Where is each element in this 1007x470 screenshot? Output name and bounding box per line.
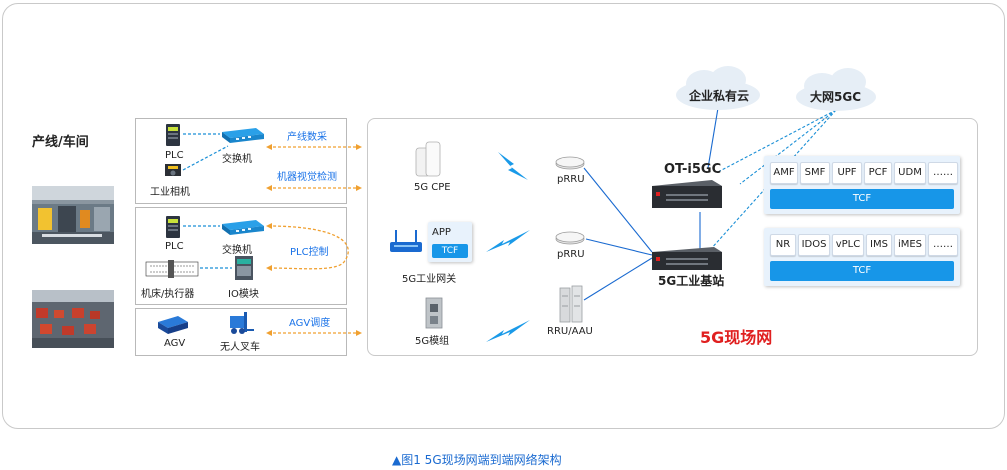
agv-label: AGV bbox=[164, 338, 186, 349]
forklift-icon bbox=[230, 312, 254, 334]
cloud-label-public: 大网5GC bbox=[810, 90, 862, 104]
core-title: OT-i5GC bbox=[664, 162, 722, 177]
io-module-label: IO模块 bbox=[228, 289, 259, 300]
link-label-plc-control: PLC控制 bbox=[290, 247, 329, 258]
plc-label-2: PLC bbox=[165, 241, 184, 252]
station-function: vPLC bbox=[832, 234, 864, 256]
cpe-icon bbox=[415, 141, 441, 177]
link-label-collect: 产线数采 bbox=[287, 132, 327, 143]
station-function: …… bbox=[928, 234, 958, 256]
io-module-icon bbox=[235, 256, 253, 280]
prru-label-1: pRRU bbox=[557, 174, 585, 185]
forklift-label: 无人叉车 bbox=[220, 342, 260, 353]
station-function: iMES bbox=[894, 234, 926, 256]
core-function: SMF bbox=[800, 162, 830, 184]
cloud-icon-public bbox=[796, 68, 876, 111]
gateway-label: 5G工业网关 bbox=[402, 274, 457, 285]
switch-label-2: 交换机 bbox=[222, 245, 252, 256]
station-function: IMS bbox=[866, 234, 892, 256]
core-function: AMF bbox=[770, 162, 798, 184]
network-label: 5G现场网 bbox=[700, 328, 773, 347]
station-function: NR bbox=[770, 234, 796, 256]
plc-label-1: PLC bbox=[165, 150, 184, 161]
switch-icon-1 bbox=[222, 128, 264, 143]
gateway-app-label: APP bbox=[432, 227, 451, 238]
gateway-icon bbox=[390, 230, 422, 252]
core-function: …… bbox=[928, 162, 958, 184]
station-function-panel: NR IDOS vPLC IMS iMES …… TCF bbox=[764, 228, 960, 286]
figure-caption: ▲图1 5G现场网端到端网络架构 bbox=[392, 453, 562, 467]
core-function: UDM bbox=[894, 162, 926, 184]
left-title: 产线/车间 bbox=[32, 135, 89, 150]
switch-label-1: 交换机 bbox=[222, 154, 252, 165]
prru-icon-1 bbox=[555, 156, 585, 170]
workshop-photo-1 bbox=[32, 186, 114, 244]
link-label-vision: 机器视觉检测 bbox=[277, 172, 337, 183]
prru-icon-2 bbox=[555, 231, 585, 245]
gateway-tcf: TCF bbox=[432, 244, 468, 258]
core-function-panel: AMF SMF UPF PCF UDM …… TCF bbox=[764, 156, 960, 214]
machine-label: 机床/执行器 bbox=[141, 289, 195, 300]
station-title: 5G工业基站 bbox=[658, 274, 725, 288]
cloud-icon-enterprise bbox=[676, 66, 760, 110]
rru-icon bbox=[559, 285, 583, 323]
station-function: IDOS bbox=[798, 234, 830, 256]
agv-icon bbox=[158, 316, 188, 334]
core-function: PCF bbox=[864, 162, 892, 184]
module-icon bbox=[425, 297, 443, 329]
cloud-label-enterprise: 企业私有云 bbox=[689, 89, 750, 103]
workshop-photo-2 bbox=[32, 290, 114, 348]
signal-icons bbox=[486, 152, 530, 342]
core-tcf: TCF bbox=[770, 189, 954, 209]
link-label-agv-dispatch: AGV调度 bbox=[289, 318, 331, 329]
module-label: 5G模组 bbox=[415, 336, 450, 347]
machine-icon bbox=[145, 260, 199, 278]
plc-icon-2 bbox=[166, 216, 180, 238]
core-server-icon bbox=[652, 180, 722, 208]
prru-label-2: pRRU bbox=[557, 249, 585, 260]
cpe-label: 5G CPE bbox=[414, 182, 451, 193]
switch-icon-2 bbox=[222, 220, 264, 235]
station-tcf: TCF bbox=[770, 261, 954, 281]
camera-label: 工业相机 bbox=[150, 187, 190, 198]
rru-label: RRU/AAU bbox=[547, 326, 593, 337]
core-function: UPF bbox=[832, 162, 862, 184]
base-station-icon bbox=[652, 247, 722, 270]
camera-icon bbox=[165, 164, 181, 176]
plc-icon-1 bbox=[166, 124, 180, 146]
gateway-panel: APP TCF bbox=[428, 222, 472, 262]
